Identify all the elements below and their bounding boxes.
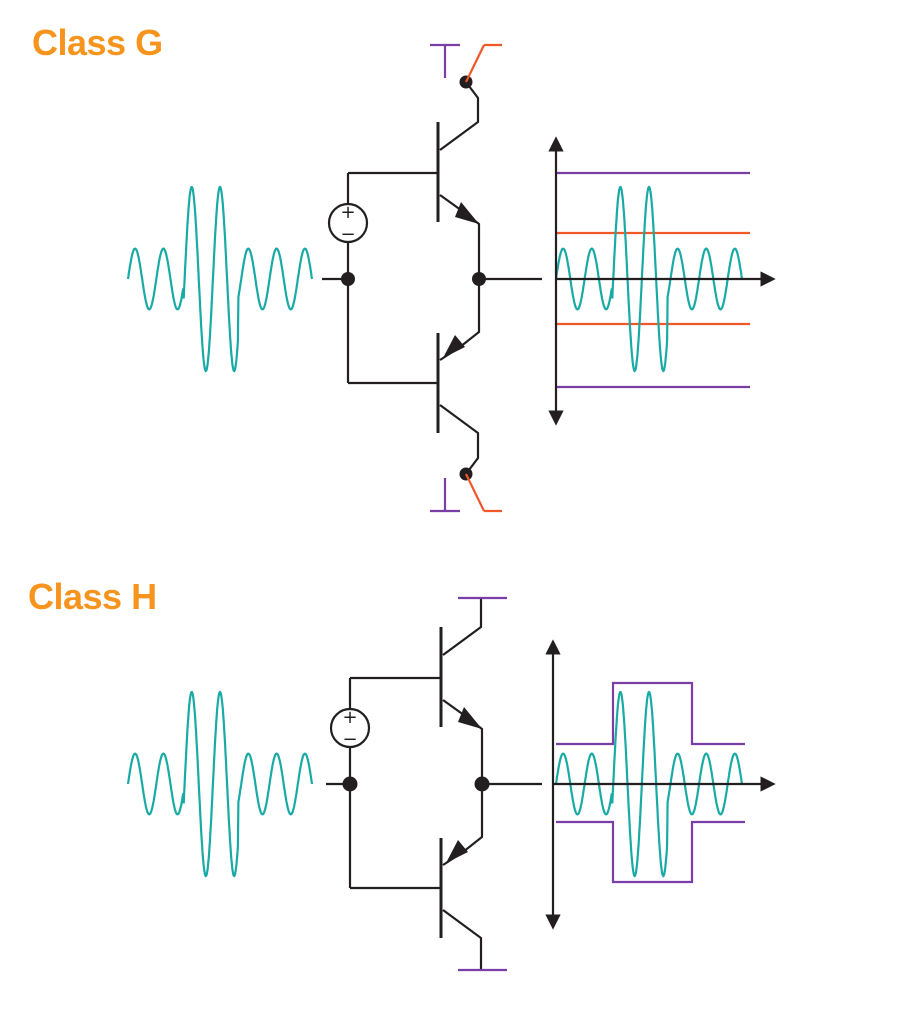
class-g-voltage-source-icon	[327, 202, 369, 244]
class-g-upper-supply-switch	[430, 43, 502, 83]
class-h-output-plot	[545, 639, 776, 930]
class-h-input-waveform	[126, 690, 314, 878]
class-h-output-waveform	[554, 690, 744, 878]
class-h-rail-envelope-positive	[556, 681, 745, 746]
class-g-pnp-arrow	[443, 335, 465, 358]
class-h-supply	[458, 596, 507, 972]
class-g-input-waveform	[126, 185, 314, 373]
class-h-npn-arrow	[458, 707, 482, 729]
class-g-npn-collector	[439, 81, 480, 151]
class-g-output-plot	[548, 136, 776, 426]
class-h-voltage-source-icon	[329, 707, 371, 749]
class-g-output-node	[472, 272, 486, 286]
class-g-circuit	[322, 81, 542, 475]
class-g-input-node	[341, 272, 355, 286]
class-g-npn-arrow	[455, 202, 479, 224]
class-h-title: Class H	[28, 576, 157, 617]
class-g-title: Class G	[32, 22, 163, 63]
class-g-pnp-collector	[439, 404, 480, 475]
class-g-upper-switch-blade	[465, 44, 485, 83]
class-g-source-plus: +	[340, 202, 355, 223]
class-h-circuit	[326, 598, 542, 970]
class-g-output-waveform	[554, 185, 744, 373]
class-h-output-node	[474, 776, 490, 792]
class-g-lower-supply-switch	[430, 473, 502, 513]
class-g-source-minus: −	[340, 224, 355, 245]
class-h-pnp-arrow	[446, 840, 468, 863]
class-h-rail-envelope-negative	[556, 820, 745, 884]
class-h-source-minus: −	[342, 729, 357, 750]
class-h-panel: + −	[126, 596, 776, 972]
class-g-lower-switch-blade	[465, 473, 485, 512]
class-g-panel: + −	[126, 43, 776, 513]
class-h-npn-collector	[442, 598, 483, 656]
class-h-source-plus: +	[342, 707, 357, 728]
class-h-input-node	[342, 776, 358, 792]
class-h-pnp-collector	[442, 909, 483, 970]
